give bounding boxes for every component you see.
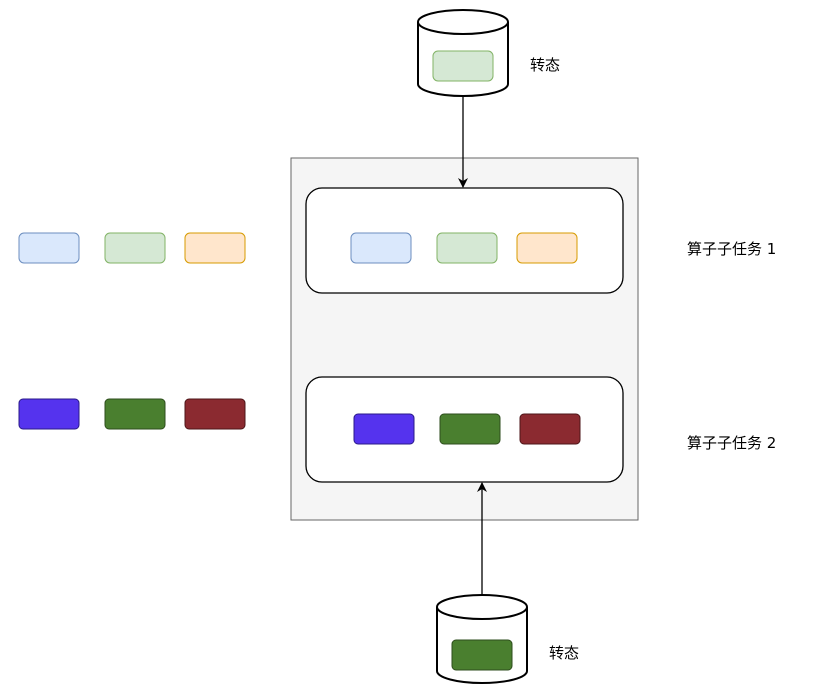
database-bottom-icon [436,594,528,684]
subtask-1-light-blue-block [350,232,412,264]
legend-light-orange-block [184,232,246,264]
state-label-bottom: 转态 [549,644,579,662]
legend-light-blue-block [18,232,80,264]
subtask-1-label: 算子子任务 1 [687,240,776,258]
subtask-1-light-green-block [436,232,498,264]
subtask-2-red-block [519,413,581,445]
subtask-2-label: 算子子任务 2 [687,434,776,452]
legend-blue-block [18,398,80,430]
state-label-top: 转态 [530,56,560,74]
legend-red-block [184,398,246,430]
subtask-1-light-orange-block [516,232,578,264]
subtask-2-blue-block [353,413,415,445]
legend-light-green-block [104,232,166,264]
legend-green-block [104,398,166,430]
database-bottom-state-block [451,639,513,671]
subtask-2-green-block [439,413,501,445]
database-top-icon [417,9,509,97]
database-top-state-block [432,50,494,82]
